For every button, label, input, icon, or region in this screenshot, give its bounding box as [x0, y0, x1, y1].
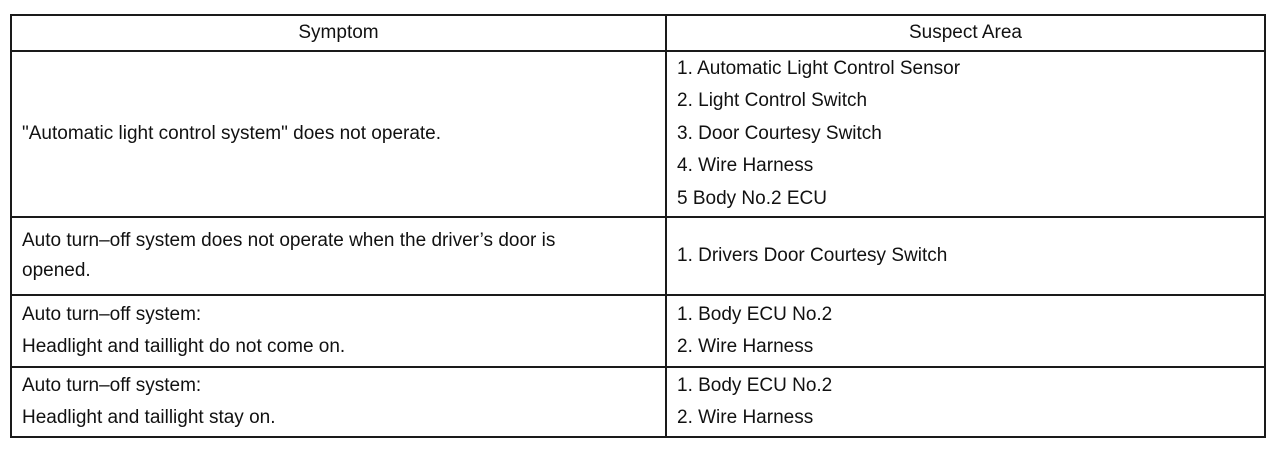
table-row: Auto turn–off system does not operate wh…: [10, 216, 1266, 296]
suspect-item: 2. Wire Harness: [677, 407, 814, 428]
suspect-area-header: Suspect Area: [665, 14, 1266, 52]
table-row: Auto turn–off system: Headlight and tail…: [10, 366, 1266, 438]
symptom-cell: Auto turn–off system: Headlight and tail…: [10, 294, 667, 368]
symptom-text: Auto turn–off system does not operate wh…: [22, 230, 556, 251]
symptom-text: Headlight and taillight stay on.: [22, 407, 276, 428]
symptom-text: "Automatic light control system" does no…: [22, 122, 442, 144]
symptom-text: Auto turn–off system:: [22, 375, 202, 396]
suspect-item: 2. Wire Harness: [677, 336, 814, 357]
suspect-item: 5 Body No.2 ECU: [677, 187, 827, 209]
suspect-area-cell: 1. Automatic Light Control Sensor 2. Lig…: [665, 50, 1266, 218]
table-header-row: Symptom Suspect Area: [10, 14, 1266, 52]
symptom-cell: "Automatic light control system" does no…: [10, 50, 667, 218]
symptom-text: Auto turn–off system:: [22, 304, 202, 325]
suspect-item: 1. Body ECU No.2: [677, 375, 833, 396]
suspect-area-cell: 1. Body ECU No.2 2. Wire Harness: [665, 294, 1266, 368]
suspect-item: 4. Wire Harness: [677, 155, 814, 177]
suspect-area-cell: 1. Body ECU No.2 2. Wire Harness: [665, 366, 1266, 438]
symptom-cell: Auto turn–off system does not operate wh…: [10, 216, 667, 296]
suspect-item: 3. Door Courtesy Switch: [677, 122, 882, 144]
symptom-text: opened.: [22, 260, 91, 281]
symptom-header: Symptom: [10, 14, 667, 52]
table-row: Auto turn–off system: Headlight and tail…: [10, 294, 1266, 368]
symptom-cell: Auto turn–off system: Headlight and tail…: [10, 366, 667, 438]
suspect-item: 2. Light Control Switch: [677, 90, 868, 112]
suspect-item: 1. Drivers Door Courtesy Switch: [677, 245, 948, 266]
table-row: "Automatic light control system" does no…: [10, 50, 1266, 218]
suspect-item: 1. Automatic Light Control Sensor: [677, 57, 961, 79]
symptom-text: Headlight and taillight do not come on.: [22, 336, 346, 357]
suspect-area-cell: 1. Drivers Door Courtesy Switch: [665, 216, 1266, 296]
suspect-area-table: Symptom Suspect Area "Automatic light co…: [10, 14, 1266, 438]
suspect-item: 1. Body ECU No.2: [677, 304, 833, 325]
